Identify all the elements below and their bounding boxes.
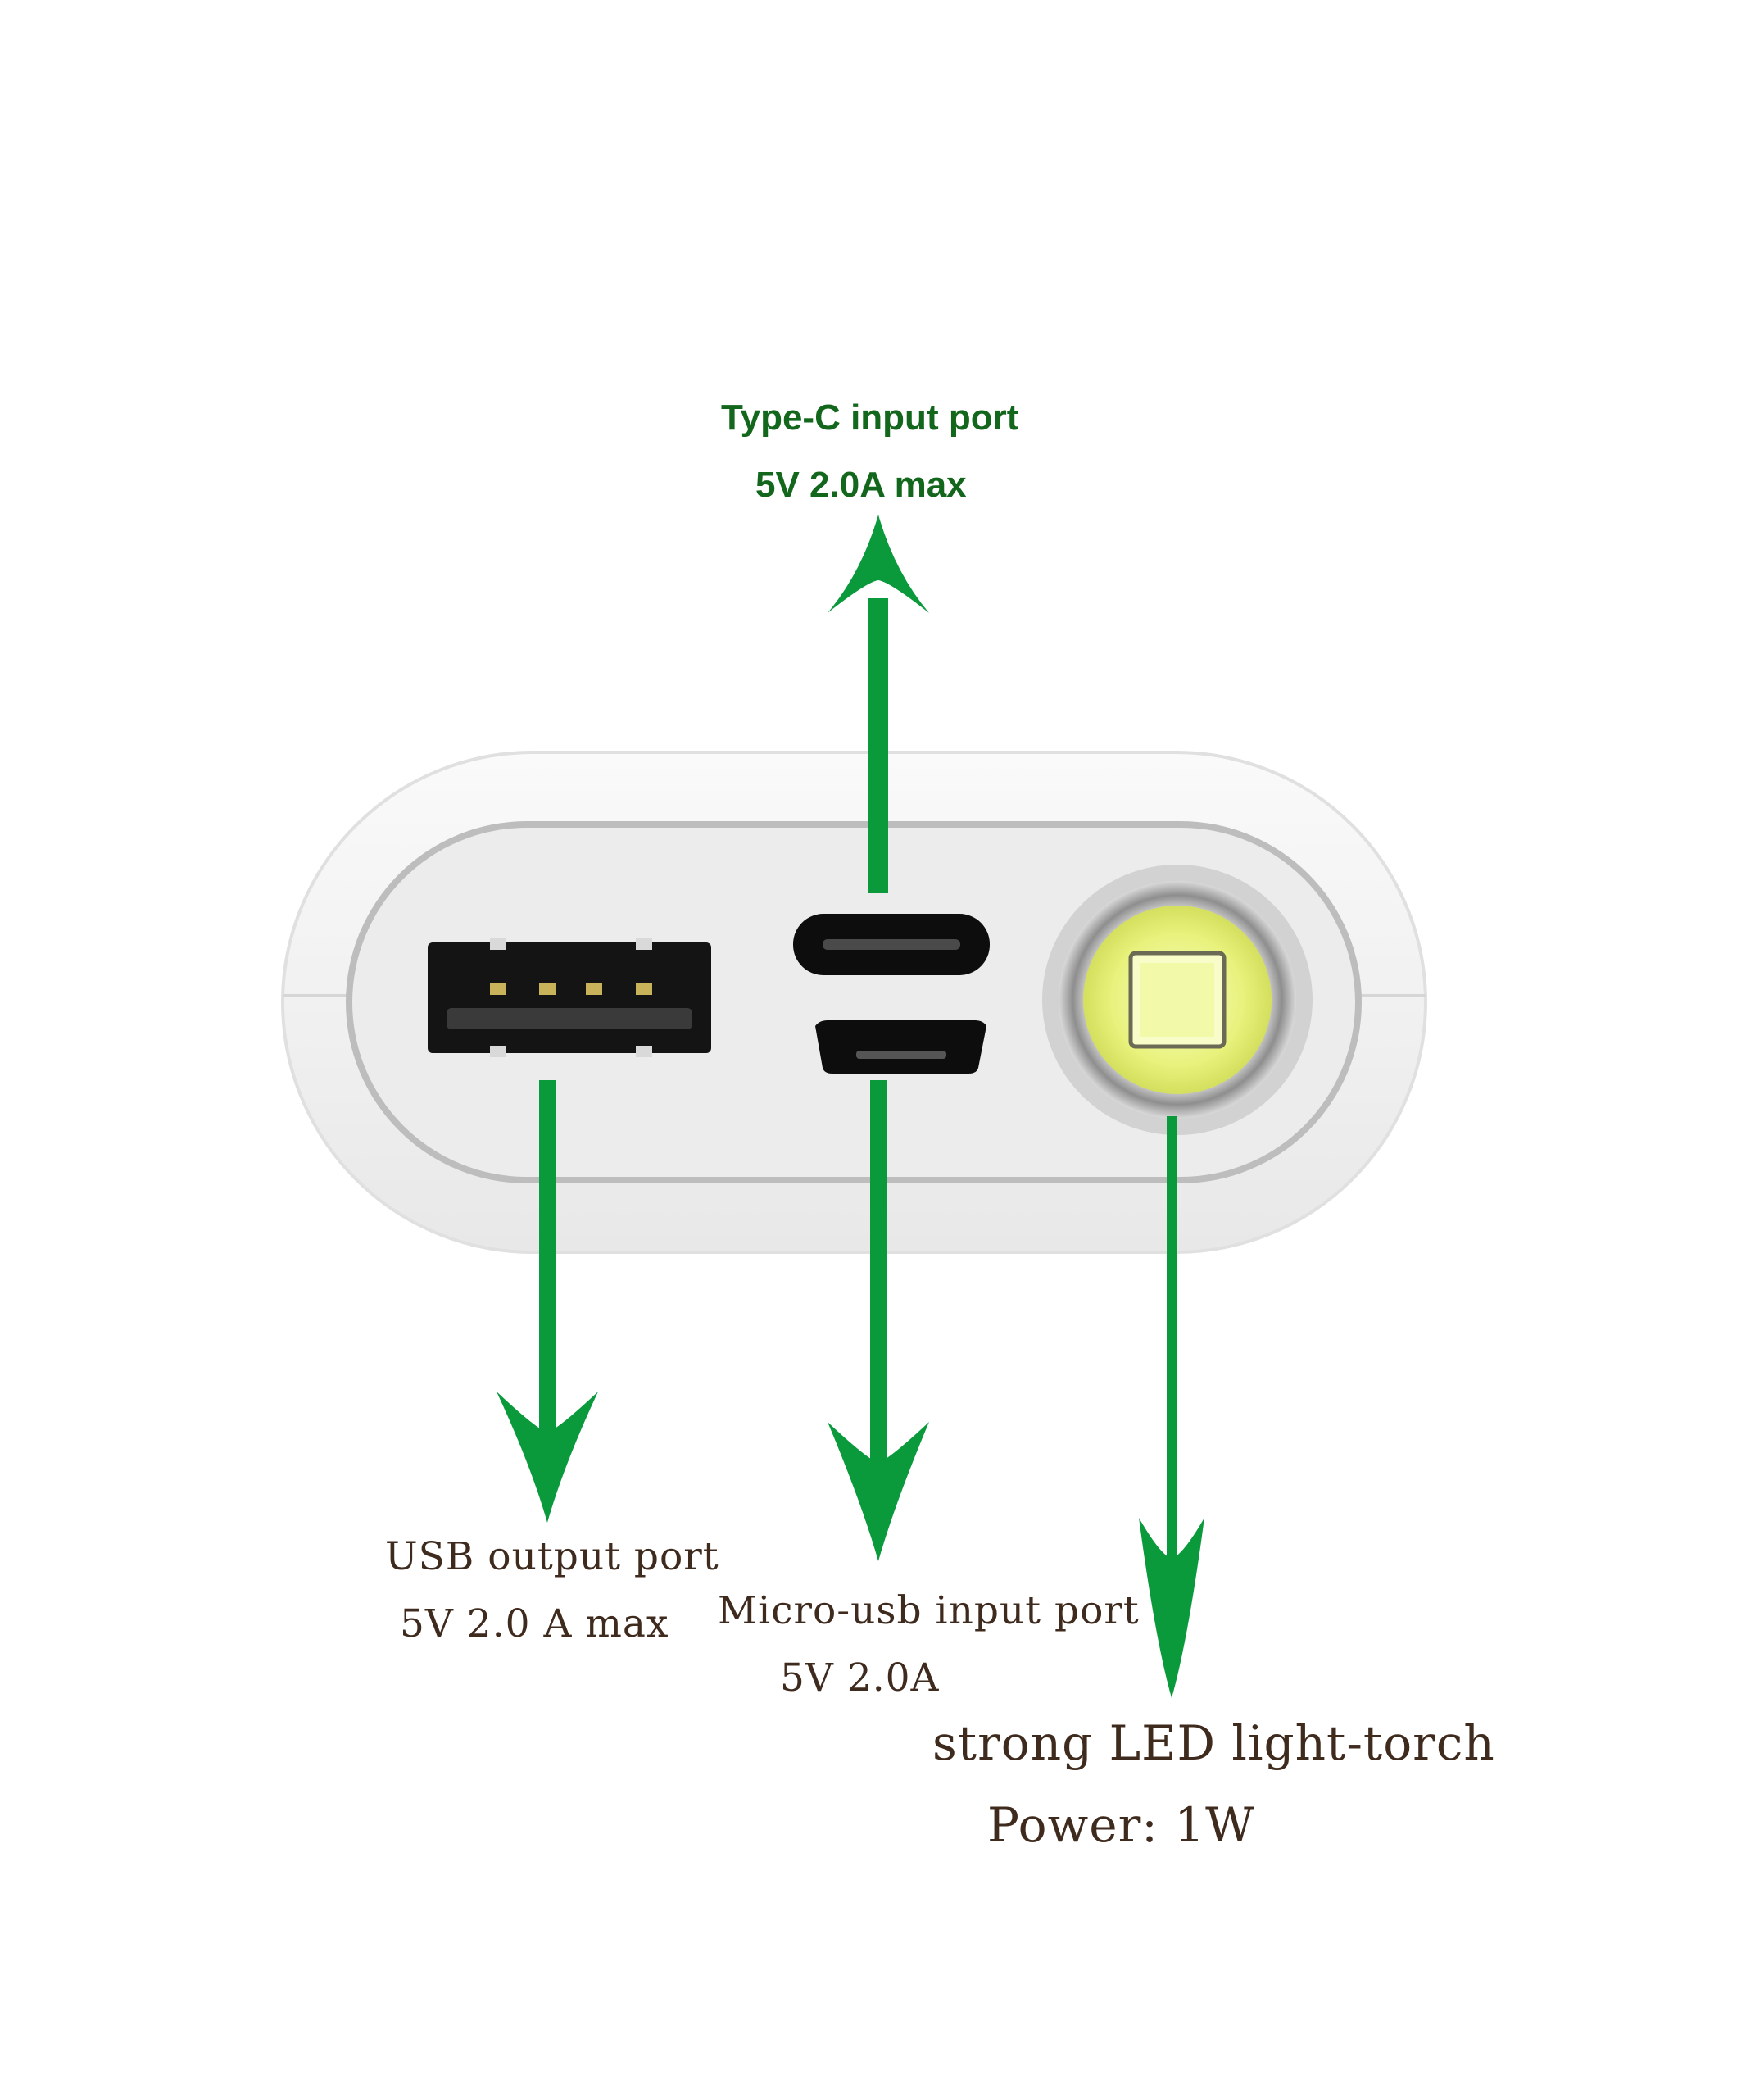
callout-arrows bbox=[497, 515, 1204, 1698]
led-arrow-head bbox=[1139, 1518, 1204, 1698]
led-label-title: strong LED light-torch bbox=[932, 1715, 1495, 1771]
typec-up-arrow-icon bbox=[828, 515, 929, 893]
micro-arrow-shaft bbox=[870, 1080, 887, 1492]
usb-arrow-shaft bbox=[539, 1080, 556, 1459]
usb-output-port bbox=[428, 938, 711, 1057]
usb-down-arrow-icon bbox=[497, 1080, 598, 1523]
micro-arrow-head bbox=[828, 1422, 929, 1561]
usb-label-title: USB output port bbox=[385, 1534, 719, 1579]
typec-arrow-shaft bbox=[868, 598, 888, 893]
typec-label-spec: 5V 2.0A max bbox=[755, 465, 967, 505]
micro-label-spec: 5V 2.0A bbox=[780, 1655, 940, 1701]
led-down-arrow-icon bbox=[1139, 1116, 1204, 1698]
micro-label-title: Micro-usb input port bbox=[718, 1588, 1140, 1633]
led-label-spec: Power: 1W bbox=[987, 1797, 1255, 1853]
type-c-port bbox=[793, 914, 990, 975]
typec-arrow-head bbox=[828, 515, 929, 613]
led-torch bbox=[1042, 865, 1313, 1135]
led-arrow-shaft bbox=[1167, 1116, 1177, 1631]
typec-label-title: Type-C input port bbox=[721, 397, 1019, 438]
micro-down-arrow-icon bbox=[828, 1080, 929, 1561]
usb-arrow-head bbox=[497, 1392, 598, 1523]
micro-usb-port bbox=[815, 1020, 986, 1074]
usb-label-spec: 5V 2.0 A max bbox=[400, 1601, 669, 1646]
